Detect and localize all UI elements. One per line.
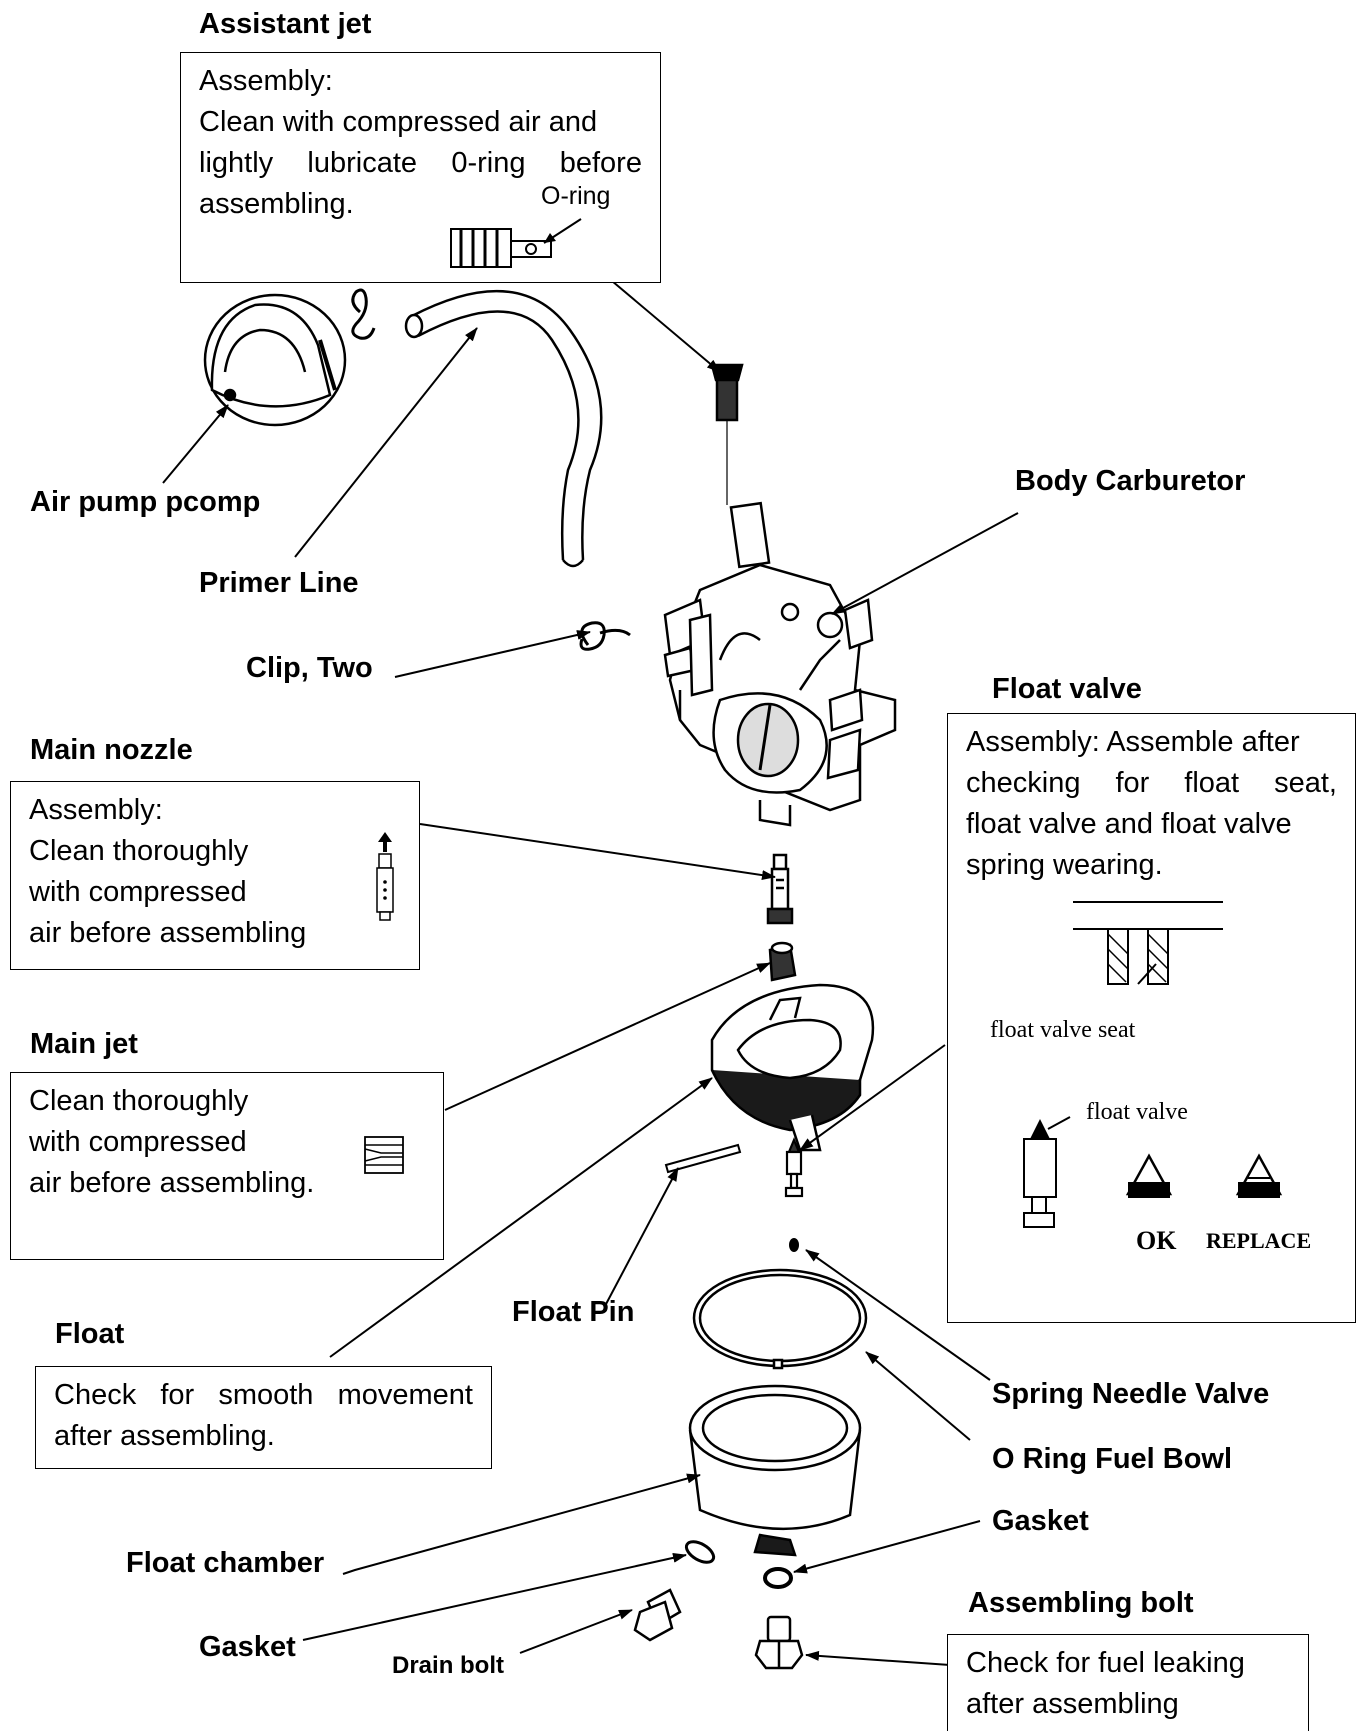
assembling-bolt-note-line1: Check for fuel leaking [966,1647,1245,1679]
replace-label: REPLACE [1206,1228,1312,1253]
label-float-pin: Float Pin [512,1296,635,1328]
float-valve-note-line3: float valve and float valve [966,808,1292,840]
float-note-line1: Check for smooth movement [54,1379,473,1411]
replace-valve-icon [1235,1153,1283,1198]
clip-part-top [351,288,376,340]
float-valve-note-box: Assembly: Assemble after checking for fl… [947,713,1356,1323]
main-jet-note-line2: with compressed [29,1126,247,1158]
float-part [710,983,875,1152]
label-clip-two: Clip, Two [246,652,373,684]
drain-bolt-part [633,1588,682,1642]
main-jet-note-line3: air before assembling. [29,1167,315,1199]
assistant-jet-note-line4: assembling. [199,188,354,220]
main-nozzle-note-line4: air before assembling [29,917,307,949]
main-jet-note-box: Clean thoroughly with compressed air bef… [10,1072,444,1260]
o-ring-fuel-bowl-part [692,1268,868,1370]
main-jet-part [768,941,797,982]
float-valve-label: float valve [1086,1099,1188,1125]
label-spring-needle-valve: Spring Needle Valve [992,1378,1270,1410]
air-pump-part [203,293,347,427]
label-primer-line: Primer Line [199,567,359,599]
float-valve-note-line4: spring wearing. [966,849,1163,881]
float-valve-icon [1023,1116,1071,1228]
assistant-jet-note-box: Assembly: Clean with compressed air and … [180,52,661,283]
float-valve-seat-label: float valve seat [990,1017,1136,1043]
assistant-jet-note-line2: Clean with compressed air and [199,106,598,138]
main-nozzle-note-line3: with compressed [29,876,247,908]
assembling-bolt-part [754,1615,804,1670]
assembling-bolt-note-box: Check for fuel leaking after assembling [947,1634,1309,1731]
main-nozzle-part [766,853,794,925]
assistant-jet-note-line3: lightly lubricate 0-ring before [199,147,642,179]
label-main-nozzle: Main nozzle [30,734,193,766]
label-float-chamber: Float chamber [126,1547,325,1579]
float-valve-seat-icon [1073,901,1223,985]
label-body-carburetor: Body Carburetor [1015,465,1246,497]
float-pin-part [664,1143,742,1174]
main-jet-icon [364,1136,404,1174]
label-float-valve: Float valve [992,673,1142,705]
ok-label: OK [1136,1226,1177,1255]
o-ring-label: O-ring [541,182,611,210]
primer-line-part [404,289,603,568]
main-jet-note-line1: Clean thoroughly [29,1085,249,1117]
label-main-jet: Main jet [30,1028,138,1060]
assembling-bolt-note-line2: after assembling [966,1688,1179,1720]
float-chamber-part [688,1384,862,1557]
leader-lines [162,280,1019,1666]
spring-needle-valve-part [789,1238,799,1252]
ok-valve-icon [1125,1153,1173,1198]
label-assembling-bolt: Assembling bolt [968,1587,1194,1619]
assistant-jet-icon [450,218,582,268]
main-nozzle-icon [376,832,394,921]
label-float: Float [55,1318,125,1350]
label-air-pump: Air pump pcomp [30,486,261,518]
main-nozzle-note-line1: Assembly: [29,794,163,826]
gasket-left-part [684,1540,716,1564]
main-nozzle-note-box: Assembly: Clean thoroughly with compress… [10,781,420,970]
label-gasket-right: Gasket [992,1505,1089,1537]
assistant-jet-note-line1: Assembly: [199,65,333,97]
label-assistant-jet: Assistant jet [199,8,372,40]
assistant-jet-part [710,363,744,505]
label-gasket-left: Gasket [199,1631,296,1663]
float-valve-needle-part [784,1137,804,1198]
gasket-right-part [763,1567,793,1589]
main-nozzle-note-line2: Clean thoroughly [29,835,249,867]
float-valve-note-line2: checking for float seat, [966,767,1337,799]
float-note-box: Check for smooth movement after assembli… [35,1366,492,1469]
carburetor-body-part [663,501,897,827]
float-note-line2: after assembling. [54,1420,275,1452]
label-drain-bolt: Drain bolt [392,1652,504,1679]
float-valve-note-line1: Assembly: Assemble after [966,726,1300,758]
clip-two-part [579,621,631,651]
label-o-ring-fuel-bowl: O Ring Fuel Bowl [992,1443,1233,1475]
